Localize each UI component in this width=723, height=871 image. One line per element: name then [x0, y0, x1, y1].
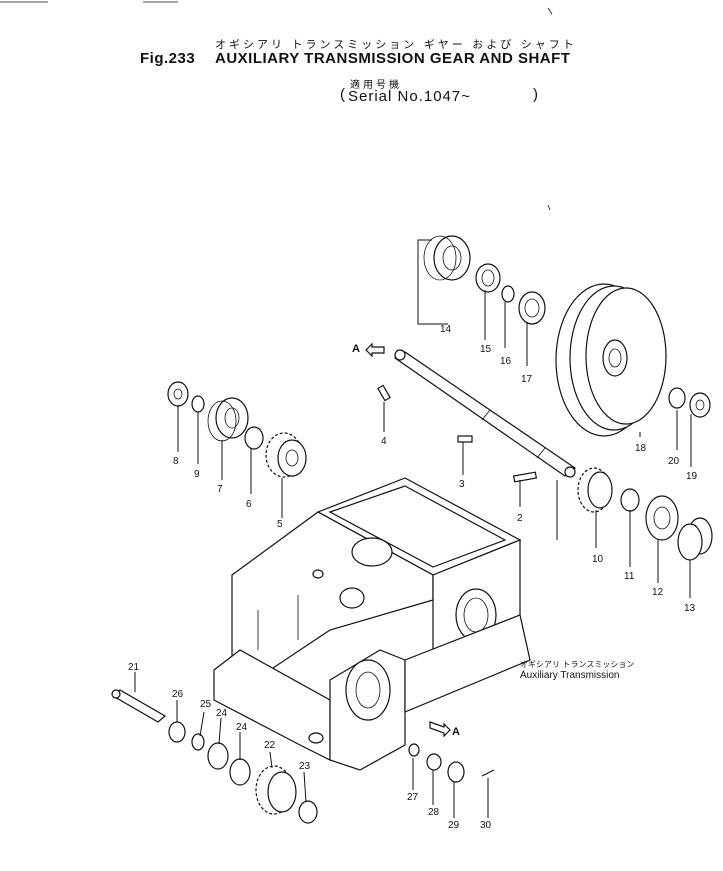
callout-17: 17: [521, 374, 533, 385]
japanese-title: オギシアリ トランスミッション ギヤー および シャフト: [215, 38, 577, 51]
callout-23: 23: [299, 761, 311, 772]
callout-19: 19: [686, 471, 698, 482]
drive-pulley: [555, 283, 667, 437]
callout-21: 21: [128, 662, 140, 673]
lock-nut-part: [689, 392, 711, 418]
snap-ring-part: [191, 733, 205, 751]
collar-part: [168, 721, 186, 743]
callout-27: 27: [407, 792, 419, 803]
scan-mark: [547, 7, 553, 15]
view-arrow-bottom: A: [429, 721, 460, 738]
callout-11: 11: [624, 571, 635, 582]
callout-26: 26: [172, 689, 184, 700]
arrow-label: A: [452, 726, 460, 738]
o-ring-part: [408, 743, 420, 757]
callout-5: 5: [277, 519, 283, 530]
key-part: [457, 435, 473, 443]
nut-part: [167, 381, 189, 407]
arrow-label: A: [352, 343, 360, 355]
callout-28: 28: [428, 807, 440, 818]
callout-16: 16: [500, 356, 512, 367]
collar-part: [298, 800, 318, 824]
key-part: [512, 471, 538, 483]
sleeve-part: [677, 517, 713, 561]
scan-mark: [547, 204, 551, 211]
serial-number: Serial No.1047~: [348, 88, 471, 105]
main-shaft: [393, 349, 577, 478]
nut-part: [447, 761, 465, 783]
callout-6: 6: [246, 499, 252, 510]
bearing-part: [207, 742, 229, 770]
serial-close-paren: ): [533, 86, 539, 103]
callout-12: 12: [652, 587, 664, 598]
view-arrow-top: A: [352, 342, 385, 358]
collar-part: [620, 488, 640, 512]
aux-japanese-note: オギシアリ トランスミッション: [520, 660, 634, 669]
callout-22: 22: [264, 740, 276, 751]
serial-open-paren: (: [340, 86, 346, 103]
callout-7: 7: [217, 484, 223, 495]
bearing-part: [229, 758, 251, 786]
callout-25: 25: [200, 699, 212, 710]
callout-13: 13: [684, 603, 696, 614]
plug-part: [426, 753, 442, 771]
key-part: [377, 384, 391, 402]
snap-ring-part: [501, 285, 515, 303]
aux-transmission-note: Auxiliary Transmission: [520, 670, 619, 681]
figure-number: Fig.233: [140, 50, 196, 67]
callout-15: 15: [480, 344, 492, 355]
serial-japanese-label: 適用号機: [350, 80, 402, 91]
gear-part: [577, 467, 613, 513]
callout-10: 10: [592, 554, 604, 565]
pin-part: [481, 769, 495, 777]
callout-24-second: 24: [236, 722, 248, 733]
gear-part: [265, 432, 307, 478]
callout-30: 30: [480, 820, 492, 831]
callout-20: 20: [668, 456, 680, 467]
bearing-part: [207, 397, 249, 442]
title-block: オギシアリ トランスミッション ギヤー および シャフト Fig.233 AUX…: [0, 0, 723, 110]
callout-numbers: 14 15 16 17 18 19 20 8 9 7 6 5 4 3 2 10 …: [128, 324, 698, 831]
callout-9: 9: [194, 469, 200, 480]
bearing-part: [645, 495, 679, 541]
callout-3: 3: [459, 479, 465, 490]
seal-part: [518, 291, 546, 325]
callout-14: 14: [440, 324, 452, 335]
collar-part: [244, 426, 264, 450]
callout-24: 24: [216, 708, 228, 719]
bearing-part: [423, 235, 471, 281]
transmission-housing: [213, 477, 531, 771]
callout-2: 2: [517, 513, 523, 524]
collar-part: [475, 263, 501, 293]
gear-part: [255, 765, 297, 815]
washer-part: [191, 395, 205, 413]
callout-18: 18: [635, 443, 647, 454]
shaft-part: [111, 689, 167, 723]
callout-8: 8: [173, 456, 179, 467]
callout-4: 4: [381, 436, 387, 447]
callout-29: 29: [448, 820, 460, 831]
page-title: AUXILIARY TRANSMISSION GEAR AND SHAFT: [215, 50, 571, 67]
lock-washer-part: [668, 387, 686, 409]
leader-lines: [134, 239, 692, 818]
